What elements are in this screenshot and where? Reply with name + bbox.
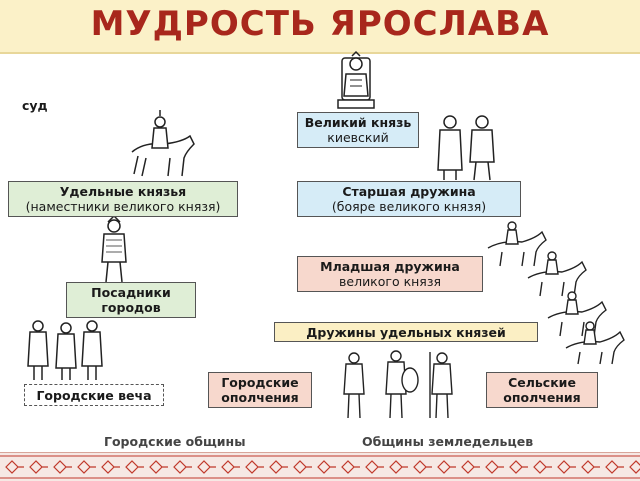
town-veche-title: Городские веча [36, 388, 152, 403]
ornament-motif [317, 460, 336, 474]
senior-druzhina-subtitle: (бояре великого князя) [331, 199, 487, 214]
cavalry-icon [487, 221, 625, 365]
ornament-motif [53, 460, 72, 474]
mounted-prince-icon [131, 110, 195, 177]
posadniki-box: Посадники городов [66, 282, 196, 318]
ornament-motif [365, 460, 384, 474]
town-communities-label: Городские общины [104, 434, 246, 449]
ornament-motif [197, 460, 216, 474]
junior-druzhina-title: Младшая дружина [320, 259, 460, 274]
ornament-motif [341, 460, 360, 474]
ornament-motif [605, 460, 624, 474]
ornament-motif [437, 460, 456, 474]
townspeople-icon [27, 320, 103, 380]
ornament-motif [149, 460, 168, 474]
grand-prince-title: Великий князь [304, 115, 412, 130]
ornament-border-icon [0, 455, 640, 479]
junior-druzhina-subtitle: великого князя [339, 274, 441, 289]
ornament-motif [413, 460, 432, 474]
senior-druzhina-box: Старшая дружина (бояре великого князя) [297, 181, 521, 217]
ornament-motif [581, 460, 600, 474]
rural-militia-line1: Сельские [508, 375, 576, 390]
ornament-motif [293, 460, 312, 474]
grand-prince-subtitle: киевский [327, 130, 389, 145]
ornament-motif [245, 460, 264, 474]
appanage-princes-title: Удельные князья [59, 184, 187, 199]
ornament-motif [77, 460, 96, 474]
ornament-motif [101, 460, 120, 474]
header-bar: МУДРОСТЬ ЯРОСЛАВА [0, 0, 640, 54]
farmer-communities-label: Общины земледельцев [362, 434, 534, 449]
rural-militia-box: Сельские ополчения [486, 372, 598, 408]
rural-militia-line2: ополчения [503, 390, 581, 405]
ornament-motif [29, 460, 48, 474]
ornament-motif [629, 460, 640, 474]
town-militia-box: Городские ополчения [208, 372, 312, 408]
ornament-motif [5, 460, 24, 474]
ornament-motif [173, 460, 192, 474]
appanage-druzhinas-title: Дружины удельных князей [306, 325, 506, 340]
town-veche-box: Городские веча [24, 384, 164, 406]
throne-ruler-icon [337, 50, 375, 109]
ornament-motif [557, 460, 576, 474]
boyar-pair-icon [437, 115, 495, 181]
junior-druzhina-box: Младшая дружина великого князя [297, 256, 483, 292]
foot-soldiers-icon [343, 350, 453, 419]
town-militia-line1: Городские [221, 375, 299, 390]
posadniki-subtitle: городов [101, 300, 161, 315]
posadniki-title: Посадники [91, 285, 171, 300]
ornament-motif [485, 460, 504, 474]
footer-ornament [0, 452, 640, 481]
ornament-motif [125, 460, 144, 474]
senior-druzhina-title: Старшая дружина [342, 184, 476, 199]
ornament-motif [221, 460, 240, 474]
town-militia-line2: ополчения [221, 390, 299, 405]
appanage-princes-subtitle: (наместники великого князя) [25, 199, 221, 214]
ornament-motif [533, 460, 552, 474]
side-label: суд [22, 98, 48, 113]
appanage-druzhinas-box: Дружины удельных князей [274, 322, 538, 342]
ornament-motif [461, 460, 480, 474]
ornament-motif [509, 460, 528, 474]
ornament-motif [269, 460, 288, 474]
ornament-motif [389, 460, 408, 474]
appanage-princes-box: Удельные князья (наместники великого кня… [8, 181, 238, 217]
grand-prince-box: Великий князь киевский [297, 112, 419, 148]
page-title: МУДРОСТЬ ЯРОСЛАВА [90, 4, 550, 44]
warrior-icon [101, 216, 127, 283]
